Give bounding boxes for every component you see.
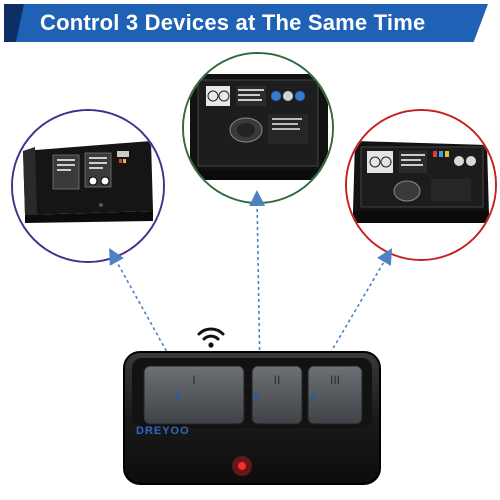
dashed-arrow-icon bbox=[249, 190, 266, 375]
middle-opener-image bbox=[184, 54, 332, 202]
title-banner bbox=[10, 4, 488, 42]
svg-text:I: I bbox=[192, 373, 195, 387]
led-indicator bbox=[238, 462, 246, 470]
right-opener-circle bbox=[345, 109, 497, 261]
svg-text:II: II bbox=[274, 373, 281, 387]
remote-button-3[interactable]: III bbox=[307, 365, 363, 425]
remote-button-1[interactable]: I bbox=[143, 365, 245, 425]
left-opener-circle bbox=[11, 109, 165, 263]
wifi-signal-icon bbox=[197, 327, 225, 348]
right-opener-image bbox=[347, 111, 495, 259]
dashed-arrow-icon bbox=[109, 248, 179, 373]
remote-control: I II III DREYOO bbox=[122, 350, 382, 486]
left-opener-image bbox=[13, 111, 163, 261]
middle-opener-circle bbox=[182, 52, 334, 204]
dashed-arrow-icon bbox=[317, 248, 393, 375]
svg-text:III: III bbox=[330, 373, 340, 387]
remote-button-2[interactable]: II bbox=[251, 365, 303, 425]
brand-logo: DREYOO bbox=[136, 425, 190, 437]
banner-title: Control 3 Devices at The Same Time bbox=[40, 10, 426, 35]
